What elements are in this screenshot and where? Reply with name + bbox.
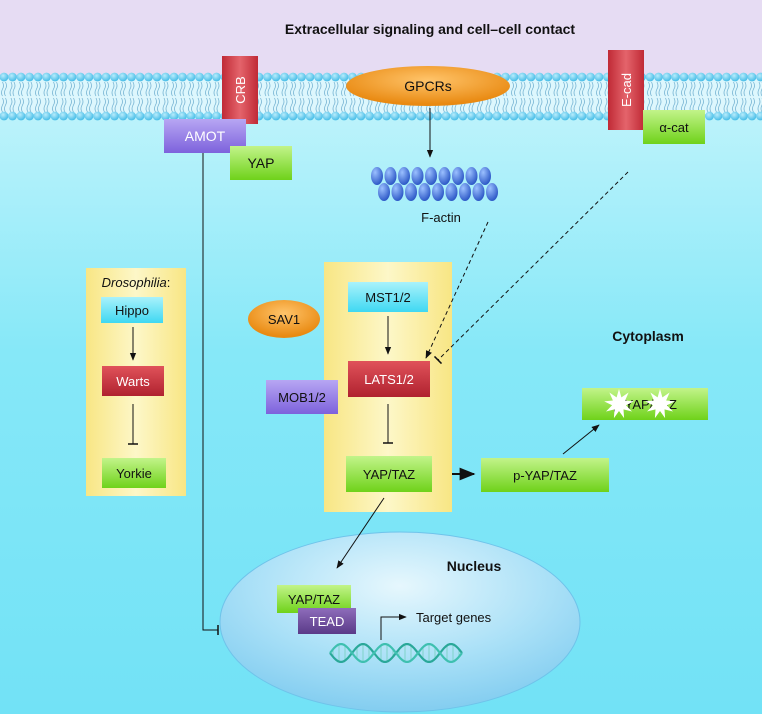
- nucleus-compartment: [219, 531, 581, 713]
- yaptaz-label: YAP/TAZ: [363, 467, 415, 482]
- f-actin-label: F-actin: [421, 210, 461, 225]
- p-yaptaz-box: [481, 458, 609, 492]
- mst-label: MST1/2: [365, 290, 411, 305]
- cytoplasm-label: Cytoplasm: [612, 328, 684, 344]
- yorkie-label: Yorkie: [116, 466, 152, 481]
- ecad-protein: [608, 50, 644, 130]
- target-genes-label: Target genes: [416, 610, 492, 625]
- figure-title: Extracellular signaling and cell–cell co…: [285, 21, 576, 37]
- yaptaz-to-nucleus-arrow: [336, 497, 385, 569]
- yap-membrane-label: YAP: [248, 155, 275, 171]
- crb-label: CRB: [233, 76, 248, 103]
- factin-to-lats-dashed-arrow: [425, 221, 489, 359]
- mob-label: MOB1/2: [278, 390, 326, 405]
- ecad-label: E-cad: [619, 73, 634, 107]
- mob-box: [266, 380, 338, 414]
- yap-membrane-box: [230, 146, 292, 180]
- tead-box: [298, 608, 356, 634]
- p-yaptaz-label: p-YAP/TAZ: [513, 468, 577, 483]
- sav1-oval: [248, 300, 320, 338]
- alpha-catenin-box: [643, 110, 705, 144]
- yaptaz-box: [346, 456, 432, 492]
- degradation-starburst-icon: [604, 389, 675, 419]
- drosophila-title: Drosophilia:: [102, 275, 171, 290]
- lats-box: [348, 361, 430, 397]
- drosophila-title-suffix: :: [167, 275, 171, 290]
- alpha-catenin-label: α-cat: [659, 120, 689, 135]
- hippo-label: Hippo: [115, 303, 149, 318]
- nucleus-label: Nucleus: [447, 558, 502, 574]
- p-yaptaz-degraded-box: [582, 388, 708, 420]
- transcription-start-arrow: [380, 613, 407, 640]
- tead-label: TEAD: [310, 614, 345, 629]
- mst-box: [348, 282, 428, 312]
- dna-double-helix-icon: [329, 643, 463, 663]
- gpcrs-label: GPCRs: [404, 78, 451, 94]
- amot-inhibits-nuclear-yap: [202, 153, 219, 635]
- ecad-inhibits-lats-dashed: [433, 171, 629, 365]
- p-yaptaz-to-degradation-arrow: [562, 424, 600, 455]
- gpcrs-receptor: [346, 66, 510, 106]
- nuclear-yaptaz-label: YAP/TAZ: [288, 592, 340, 607]
- yorkie-box: [102, 458, 166, 488]
- f-actin-filament: [371, 167, 498, 201]
- sav1-label: SAV1: [268, 312, 300, 327]
- amot-label: AMOT: [185, 128, 226, 144]
- extracellular-space: [0, 0, 762, 80]
- warts-box: [102, 366, 164, 396]
- lats-label: LATS1/2: [364, 372, 414, 387]
- crb-protein: [222, 56, 258, 124]
- warts-label: Warts: [116, 374, 150, 389]
- hippo-box: [101, 297, 163, 323]
- drosophila-title-text: Drosophilia: [102, 275, 167, 290]
